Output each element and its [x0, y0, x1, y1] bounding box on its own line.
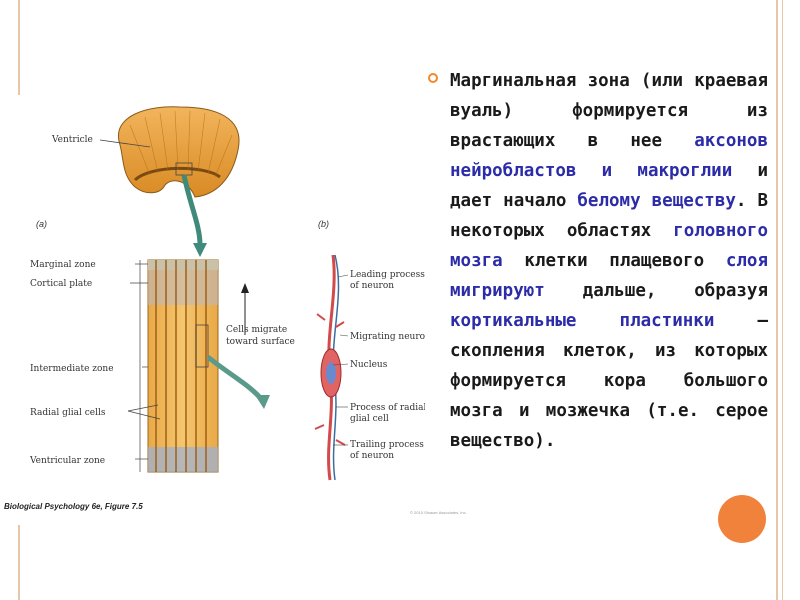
text-highlight-5: кортикальные пластинки: [450, 311, 715, 331]
text-part-4: клетки плащевого: [502, 251, 726, 271]
figure-panel: Ventricle (a) (b) Marginal zone C: [0, 95, 425, 525]
ventricle-label: Ventricle: [51, 135, 93, 145]
zoom-arrowhead: [193, 243, 207, 257]
cells-migrate-label-2: toward surface: [226, 337, 295, 347]
text-part-5: дальше, образуя: [544, 281, 768, 301]
trailing-process-label-1: Trailing process: [350, 440, 424, 450]
nucleus-label: Nucleus: [350, 360, 388, 370]
ventricular-zone-label: Ventricular zone: [29, 456, 105, 466]
text-highlight-3: головного мозга: [450, 221, 768, 271]
text-part-6: — скопления клеток, из которых формирует…: [450, 311, 768, 451]
intermediate-zone-label: Intermediate zone: [30, 364, 114, 374]
text-highlight-2: белому веществу: [577, 191, 736, 211]
cortical-column: [147, 259, 219, 473]
bullet-icon: [428, 73, 438, 83]
body-text: Маргинальная зона (или краевая вуаль) фо…: [450, 66, 768, 456]
marginal-zone-label: Marginal zone: [30, 260, 96, 270]
text-highlight-4: слоя мигрируют: [450, 251, 768, 301]
frame-right-line: [776, 0, 778, 600]
leading-process-label-1: Leading process: [350, 270, 425, 280]
neuron-migration-figure: Ventricle (a) (b) Marginal zone C: [29, 106, 425, 481]
text-highlight-1: аксонов нейробластов и макроглии: [450, 131, 768, 181]
cortical-plate-label: Cortical plate: [30, 279, 92, 289]
panel-b-label: (b): [318, 219, 329, 229]
migrating-neuron-illustration: [314, 254, 346, 481]
trailing-process-label-2: of neuron: [350, 451, 394, 461]
radial-glial-label: Radial glial cells: [30, 408, 106, 418]
zoom-arrow: [181, 174, 203, 246]
frame-right-line-2: [782, 0, 783, 600]
leading-process-label-2: of neuron: [350, 281, 394, 291]
figure-credit: Biological Psychology 6e, Figure 7.5: [4, 502, 143, 511]
cells-migrate-label-1: Cells migrate: [226, 325, 287, 335]
text-part-1: Маргинальная зона (или краевая вуаль) фо…: [450, 71, 768, 151]
process-radial-label-2: glial cell: [350, 414, 389, 424]
text-part-3: . В некоторых областях: [450, 191, 768, 241]
figure-copyright: © 2010 Sinauer Associates, Inc.: [410, 510, 467, 515]
decorative-orange-circle: [718, 495, 766, 543]
process-radial-label-1: Process of radial: [350, 403, 425, 413]
brain-section: [117, 106, 240, 198]
text-part-2: и дает начало: [450, 161, 768, 211]
migrating-neuron-label: Migrating neuron: [350, 332, 425, 342]
panel-a-label: (a): [36, 219, 47, 229]
